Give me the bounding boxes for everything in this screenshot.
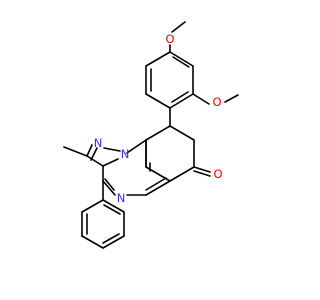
atom-label-n-pyrazole-2: N — [94, 136, 103, 150]
atom-label-o-ketone: O — [213, 167, 222, 181]
molecule-structure: O O O N N N — [63, 21, 239, 249]
dimethoxyphenyl-ring — [145, 51, 194, 109]
structure-canvas: O O O N N N — [63, 21, 239, 249]
pyrazole-ring — [86, 144, 121, 167]
atom-label-o-methoxy-right: O — [212, 95, 221, 109]
methyl-bond — [63, 146, 88, 157]
atom-label-n-pyrazole-1: N — [121, 147, 130, 161]
atom-label-n-pyrimidine: N — [117, 191, 126, 205]
pyrimidine-ring — [102, 139, 171, 196]
phenyl-ring — [81, 199, 125, 249]
ketone-group — [193, 166, 211, 177]
methoxy-top — [169, 21, 186, 53]
cyclohexenone-ring — [145, 125, 195, 182]
methoxy-right — [192, 93, 239, 105]
atom-label-o-methoxy-top: O — [165, 32, 174, 46]
